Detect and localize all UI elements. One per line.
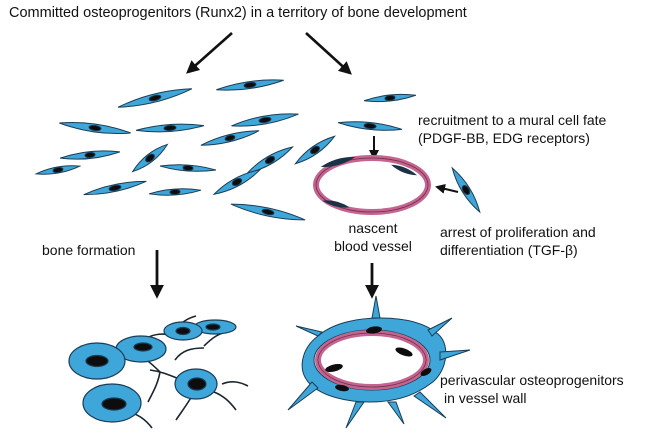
osteoblast <box>115 335 167 363</box>
spindle-cell <box>216 79 284 91</box>
spindle-cell <box>200 130 260 146</box>
spindle-cell <box>246 146 294 174</box>
vessel-wall-nuclei <box>325 326 432 392</box>
nascent-vessel-label: nascent blood vessel <box>318 219 428 255</box>
vessel-wall <box>287 295 471 429</box>
nascent-vessel-label-line2: blood vessel <box>334 238 412 254</box>
perivascular-label-line1: perivascular osteoprogenitors <box>440 372 624 388</box>
perivascular-label: perivascular osteoprogenitors in vessel … <box>440 371 624 407</box>
spindle-cell <box>83 180 147 196</box>
mural-cell <box>320 157 356 167</box>
spindle-cell <box>60 150 120 160</box>
nascent-vessel-label-line1: nascent <box>348 220 398 236</box>
recruitment-label: recruitment to a mural cell fate (PDGF-B… <box>418 111 606 147</box>
spindle-cell <box>135 123 205 133</box>
perivascular-label-line2: in vessel wall <box>444 390 527 406</box>
spindle-cell <box>230 203 306 221</box>
spindle-cell <box>34 165 82 175</box>
spindle-cell <box>363 93 417 103</box>
spindle-cell <box>231 113 299 127</box>
spindle-cell <box>117 88 193 108</box>
spindle-cell <box>338 121 402 131</box>
osteoblast <box>193 319 237 335</box>
arrest-label-line1: arrest of proliferation and <box>440 224 596 240</box>
spindle-cell <box>131 143 169 173</box>
spindle-cell <box>294 135 336 165</box>
bone-formation-label: bone formation <box>42 242 136 258</box>
spindle-cell <box>451 166 481 214</box>
diagram-title: Committed osteoprogenitors (Runx2) in a … <box>9 5 467 21</box>
mural-cell <box>391 164 417 176</box>
osteoblast <box>163 321 203 341</box>
arrest-label-line2: differentiation (TGF-β) <box>440 242 578 258</box>
arrow-arrest <box>435 183 459 194</box>
osteoblast <box>68 342 126 380</box>
arrow-right-from-title <box>305 32 352 75</box>
osteoblast <box>174 368 218 400</box>
arrow-left-from-title <box>186 32 233 74</box>
spindle-cell <box>159 164 217 172</box>
mural-cell <box>322 200 350 208</box>
recruitment-label-line2: (PDGF-BB, EDG receptors) <box>418 130 590 146</box>
osteoblast-cluster <box>68 315 249 429</box>
spindle-cell <box>59 121 131 135</box>
spindle-cells <box>34 79 481 221</box>
spindle-cell <box>212 168 262 196</box>
nascent-vessel <box>313 155 431 215</box>
osteoblast <box>82 383 142 423</box>
arrest-label: arrest of proliferation and differentiat… <box>440 223 596 259</box>
arrows <box>150 32 459 299</box>
spindle-cell <box>148 188 202 196</box>
recruitment-label-line1: recruitment to a mural cell fate <box>418 112 607 128</box>
